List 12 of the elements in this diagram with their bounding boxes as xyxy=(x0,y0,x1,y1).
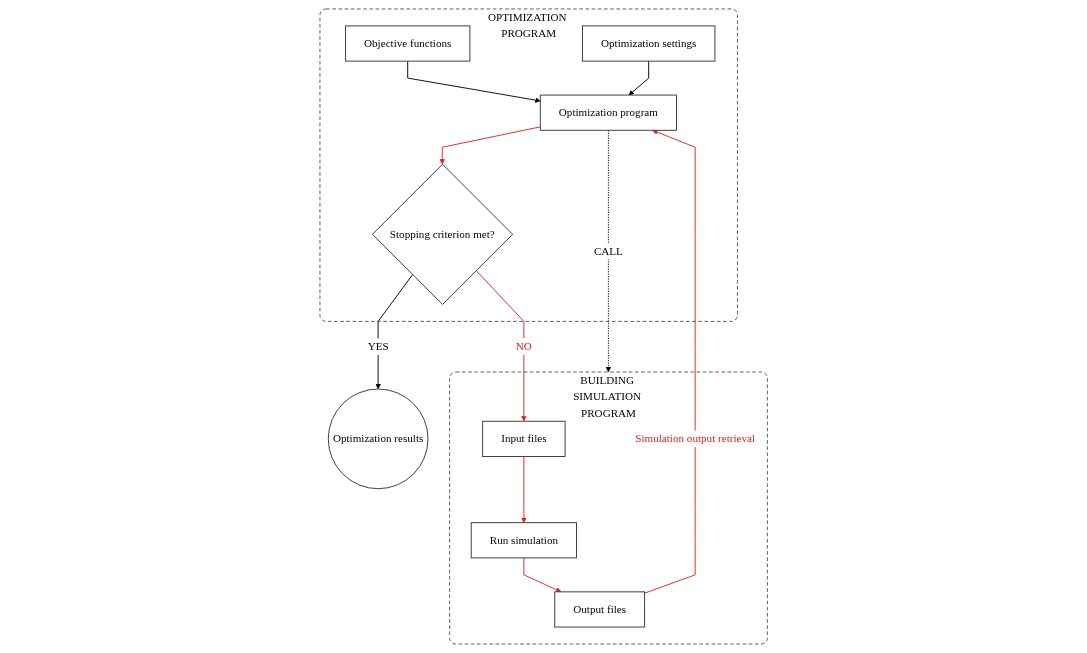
node-box: Objective functions xyxy=(344,25,471,62)
edge-label: YES xyxy=(367,340,389,353)
edge-label: CALL xyxy=(593,244,623,258)
node-diamond: Stopping criterion met? xyxy=(371,163,513,305)
node-box: Optimization settings xyxy=(581,25,716,62)
node-box: Optimization program xyxy=(539,94,677,131)
node-circle: Optimization results xyxy=(327,388,429,490)
node-box: Run simulation xyxy=(470,522,577,559)
edge-label: Simulation output retrieval xyxy=(635,432,755,445)
edge-label: NO xyxy=(515,340,532,353)
node-box: Output files xyxy=(554,591,645,628)
node-box: Input files xyxy=(482,420,566,457)
